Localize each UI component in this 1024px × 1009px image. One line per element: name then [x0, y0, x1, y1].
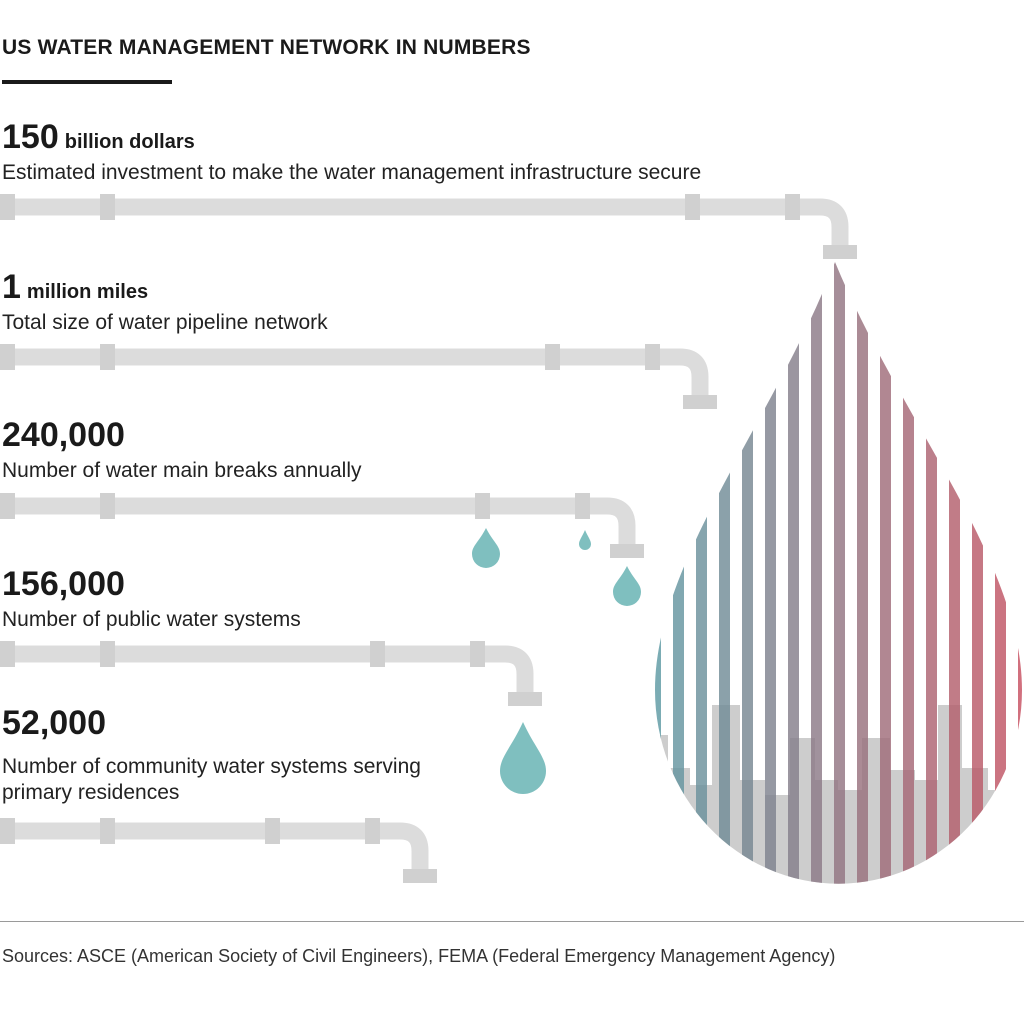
- pipe-joint: [100, 818, 115, 844]
- pipe-joint: [365, 818, 380, 844]
- stat-value: 52,000: [2, 704, 106, 742]
- drop-stripe: [1018, 262, 1022, 884]
- pipe-joint: [0, 818, 15, 844]
- pipe-joint: [645, 344, 660, 370]
- pipe-icon: [0, 497, 636, 546]
- stat-value: 156,000: [2, 565, 125, 603]
- drop-stripe: [834, 262, 845, 884]
- stat-value: 1: [2, 268, 21, 306]
- pipe-icon: [0, 822, 429, 871]
- drop-stripe: [696, 262, 707, 884]
- pipe-joint: [0, 194, 15, 220]
- stat-unit: billion dollars: [64, 131, 195, 153]
- pipe-icon: [0, 645, 534, 694]
- pipe-joint: [470, 641, 485, 667]
- pipe-outlet: [610, 544, 644, 558]
- pipe-joint: [370, 641, 385, 667]
- stat-description: Number of community water systems servin…: [2, 755, 421, 804]
- pipe-joint: [100, 344, 115, 370]
- footer-divider: [0, 921, 1024, 922]
- pipe-outlet: [508, 692, 542, 706]
- pipe-joint: [545, 344, 560, 370]
- stat-main-breaks: 240,000 Number of water main breaks annu…: [2, 418, 362, 484]
- drop-stripe: [972, 262, 983, 884]
- drop-stripe: [719, 262, 730, 884]
- pipe-outlet: [403, 869, 437, 883]
- drop-stripe: [765, 262, 776, 884]
- drop-bar: [668, 768, 690, 884]
- drop-stripe: [811, 262, 822, 884]
- pipe-outlet: [683, 395, 717, 409]
- stat-description: Number of public water systems: [2, 608, 301, 631]
- drop-stripe: [857, 262, 868, 884]
- stat-description: Estimated investment to make the water m…: [2, 161, 702, 184]
- pipe-joint: [685, 194, 700, 220]
- pipe-outlet: [823, 245, 857, 259]
- pipe-joint: [265, 818, 280, 844]
- pipe-joint: [0, 344, 15, 370]
- water-droplet-icon: [579, 530, 591, 550]
- stat-description: Number of water main breaks annually: [2, 459, 362, 482]
- pipe-joint: [785, 194, 800, 220]
- drop-stripe: [903, 262, 914, 884]
- page-title: US WATER MANAGEMENT NETWORK IN NUMBERS: [2, 36, 531, 59]
- drop-stripe: [995, 262, 1006, 884]
- drop-bar: [988, 790, 1022, 884]
- stat-value: 240,000: [2, 416, 125, 454]
- water-droplet-icon: [613, 566, 641, 606]
- stat-value: 150: [2, 118, 59, 156]
- drop-stripe: [949, 262, 960, 884]
- drop-stripe: [742, 262, 753, 884]
- pipe-icon: [0, 348, 709, 397]
- drop-stripe: [880, 262, 891, 884]
- pipe-joint: [0, 493, 15, 519]
- stat-unit: million miles: [26, 281, 149, 303]
- drop-stripe: [788, 262, 799, 884]
- drop-bar: [655, 735, 668, 884]
- pipe-joint: [100, 194, 115, 220]
- pipe-joint: [475, 493, 490, 519]
- stat-community-systems: 52,000 Number of community water systems…: [2, 706, 422, 806]
- pipe-joint: [100, 493, 115, 519]
- pipe-icon: [0, 198, 849, 247]
- water-droplet-icon: [472, 528, 500, 568]
- drop-stripe: [926, 262, 937, 884]
- pipe-joint: [0, 641, 15, 667]
- pipe-joint: [575, 493, 590, 519]
- sources-note: Sources: ASCE (American Society of Civil…: [2, 946, 836, 966]
- title-underline: [2, 80, 172, 84]
- stat-description: Total size of water pipeline network: [2, 311, 328, 334]
- water-droplet-icon: [500, 722, 546, 794]
- stat-public-systems: 156,000 Number of public water systems: [2, 567, 301, 633]
- pipe-joint: [100, 641, 115, 667]
